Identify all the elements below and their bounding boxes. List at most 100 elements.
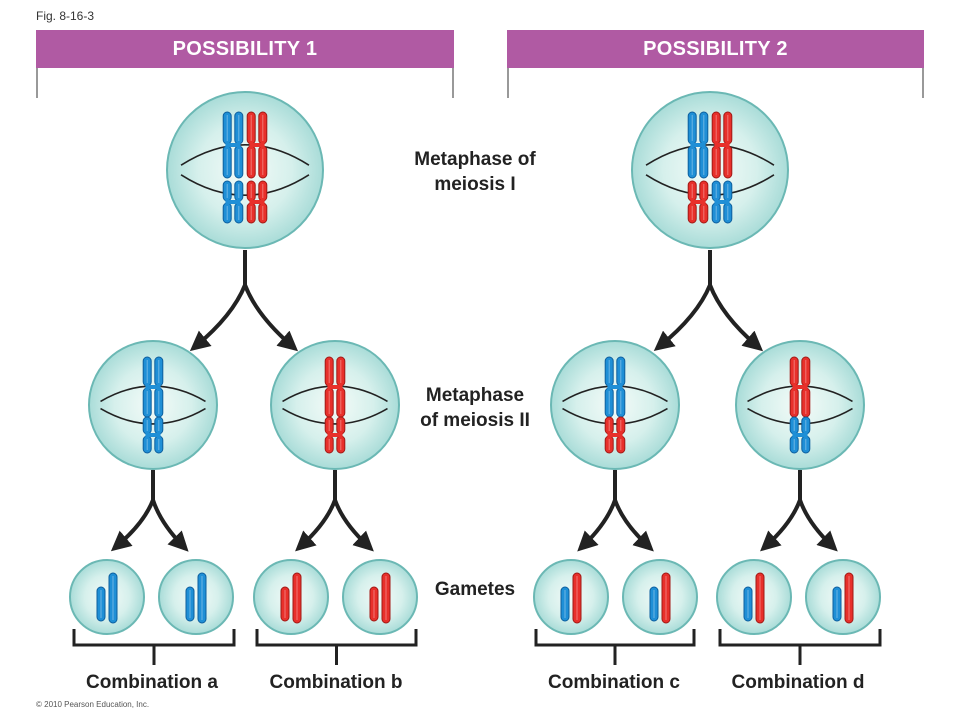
cell-membrane (69, 559, 145, 635)
arrow-right (613, 499, 654, 552)
chromosome (142, 356, 164, 418)
gamete-5 (533, 559, 609, 635)
chromatid (280, 586, 290, 622)
metaphase-2-cell-3 (550, 340, 680, 470)
centromere (714, 143, 730, 147)
spindle-fiber (100, 407, 206, 425)
arrows-meiosis-2-cell-1 (110, 470, 189, 552)
chromosome (246, 180, 268, 224)
centromere (690, 200, 706, 204)
possibility-1-rule-left (36, 68, 38, 98)
bracket-combination-c (534, 629, 696, 665)
chromosome (711, 180, 733, 224)
combination-d-label: Combination d (731, 672, 865, 693)
arrow-right (243, 284, 299, 352)
chromosome (789, 356, 811, 418)
arrow-right (333, 499, 374, 552)
chromatid (649, 586, 659, 622)
combination-a-label: Combination a (86, 672, 218, 693)
gamete-4 (342, 559, 418, 635)
centromere (327, 433, 343, 437)
chromatid (572, 572, 582, 624)
chromosome (222, 180, 244, 224)
stage-label-metaphase-2: Metaphase of meiosis II (395, 383, 555, 433)
combination-c-label: Combination c (548, 672, 680, 693)
centromere (607, 433, 623, 437)
cell-membrane (270, 340, 400, 470)
possibility-2-header: POSSIBILITY 2 (507, 30, 924, 68)
stage-label-metaphase-1: Metaphase of meiosis I (390, 147, 560, 197)
cell-membrane (735, 340, 865, 470)
spindle-fiber (747, 407, 853, 425)
stage-label-metaphase-1-line-1: Metaphase of (414, 149, 536, 170)
arrow-right (708, 284, 764, 352)
arrow-left (760, 499, 802, 552)
chromatid (832, 586, 842, 622)
chromosome (789, 416, 811, 454)
chromatid (108, 572, 118, 624)
gamete-6 (622, 559, 698, 635)
chromatid (197, 572, 207, 624)
bracket-combination-b (255, 629, 418, 665)
metaphase-2-cell-4 (735, 340, 865, 470)
centromere (607, 385, 623, 389)
chromatid (661, 572, 671, 624)
chromatid (755, 572, 765, 624)
chromosome (246, 111, 268, 179)
gamete-7 (716, 559, 792, 635)
chromosome (604, 356, 626, 418)
bracket-combination-a (72, 629, 236, 665)
figure-label: Fig. 8-16-3 (36, 9, 95, 23)
cell-membrane (622, 559, 698, 635)
stage-label-metaphase-2-line-1: Metaphase (425, 385, 525, 406)
arrows-meiosis-1-possibility-2 (653, 250, 764, 352)
centromere (714, 200, 730, 204)
cell-membrane (805, 559, 881, 635)
stage-label-gametes: Gametes (434, 579, 516, 600)
chromosome (142, 416, 164, 454)
stage-label-metaphase-1-line-2: meiosis I (434, 174, 516, 195)
arrow-left (653, 284, 712, 352)
arrow-left (110, 499, 155, 552)
centromere (792, 385, 808, 389)
centromere (249, 200, 265, 204)
metaphase-1-cell-possibility-2 (631, 91, 789, 249)
possibility-1-header: POSSIBILITY 1 (36, 30, 454, 68)
chromosome (324, 416, 346, 454)
chromosome (604, 416, 626, 454)
arrow-left (189, 284, 247, 352)
chromatid (381, 572, 391, 624)
chromosome (711, 111, 733, 179)
gamete-8 (805, 559, 881, 635)
gamete-1 (69, 559, 145, 635)
cell-membrane (342, 559, 418, 635)
chromatid (292, 572, 302, 624)
arrow-right (151, 499, 189, 552)
cell-membrane (533, 559, 609, 635)
chromosome (222, 111, 244, 179)
spindle-fiber (645, 144, 775, 166)
spindle-fiber (180, 174, 310, 196)
arrows-meiosis-1-possibility-1 (189, 250, 299, 352)
cell-membrane (253, 559, 329, 635)
centromere (145, 385, 161, 389)
possibility-2-rule-right (922, 68, 924, 98)
cell-membrane (550, 340, 680, 470)
cell-membrane (88, 340, 218, 470)
gamete-3 (253, 559, 329, 635)
copyright-notice: © 2010 Pearson Education, Inc. (36, 700, 150, 709)
spindle-fiber (562, 407, 668, 425)
centromere (225, 200, 241, 204)
possibility-1-rule-right (452, 68, 454, 98)
chromosome (687, 111, 709, 179)
metaphase-2-cell-2 (270, 340, 400, 470)
cell-membrane (166, 91, 324, 249)
chromosome (687, 180, 709, 224)
metaphase-2-cell-1 (88, 340, 218, 470)
arrow-left (295, 499, 337, 552)
metaphase-1-cell-possibility-1 (166, 91, 324, 249)
stage-label-metaphase-2-line-2: of meiosis II (420, 410, 530, 431)
cell-membrane (716, 559, 792, 635)
bracket-combination-d (718, 629, 882, 665)
